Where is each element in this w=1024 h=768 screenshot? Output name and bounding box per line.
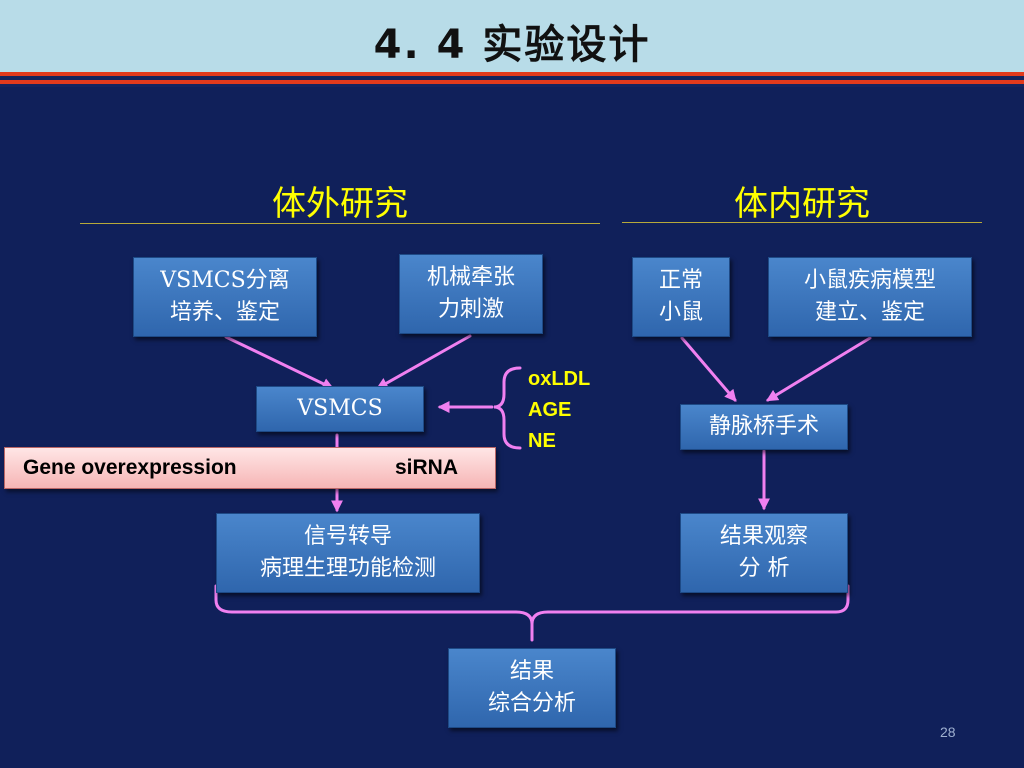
box-synthesis: 结果 综合分析 [448,648,616,728]
box-normal-mice-line1: 正常 [658,268,703,293]
title-divider-stripe [0,72,1024,76]
page-number: 28 [940,724,956,740]
arrow-normal-to-graft [680,336,737,402]
slide-title: 4. 4 实验设计 [373,22,651,68]
box-vsmcs-label: VSMCS [297,396,383,421]
agent-oxldl: oxLDL [528,368,591,390]
box-observation-line2: 分 析 [738,556,790,581]
agent-ne: NE [528,430,556,452]
box-disease-model-line2: 建立、鉴定 [814,300,925,325]
box-disease-model: 小鼠疾病模型 建立、鉴定 [768,257,972,337]
title-divider-stripe [0,80,1024,84]
box-signal-line2: 病理生理功能检测 [259,556,436,581]
box-vsmcs-isolation: VSMCS分离 培养、鉴定 [133,257,317,337]
intervention-bar: Gene overexpression siRNA [4,447,496,489]
box-vsmcs-isolation-line2: 培养、鉴定 [169,300,280,325]
title-divider-stripe [0,84,1024,87]
box-vein-graft-label: 静脉桥手术 [708,414,819,439]
stimulus-agents: oxLDL AGE NE [528,364,590,457]
box-normal-mice-line2: 小鼠 [658,300,703,325]
box-synthesis-line1: 结果 [509,659,554,684]
box-vsmcs-isolation-line1: VSMCS分离 [160,268,290,293]
box-vsmcs: VSMCS [256,386,424,432]
gene-overexpression-label: Gene overexpression [23,456,237,479]
box-vein-graft: 静脉桥手术 [680,404,848,450]
box-signal-line1: 信号转导 [303,524,392,549]
sirna-label: siRNA [395,456,459,479]
invivo-heading: 体内研究 [734,184,870,224]
box-normal-mice: 正常 小鼠 [632,257,730,337]
title-divider-stripe [0,76,1024,80]
box-observation-line1: 结果观察 [719,524,808,549]
agent-age: AGE [528,399,572,421]
arrow-stretch-to-vsmcs [375,334,472,390]
box-observation: 结果观察 分 析 [680,513,848,593]
box-signal-transduction: 信号转导 病理生理功能检测 [216,513,480,593]
box-disease-model-line1: 小鼠疾病模型 [803,268,936,293]
results-brace [214,584,850,642]
invitro-heading: 体外研究 [272,184,408,224]
box-mechanical-stretch-line2: 力刺激 [437,297,504,322]
box-mechanical-stretch: 机械牵张 力刺激 [399,254,543,334]
title-bar [0,0,1024,72]
box-mechanical-stretch-line1: 机械牵张 [426,265,515,290]
arrow-model-to-graft [765,336,872,402]
box-synthesis-line2: 综合分析 [487,691,576,716]
invivo-underline [622,222,982,223]
agents-brace [493,366,522,450]
arrow-isolation-to-vsmcs [224,335,335,390]
invitro-underline [80,223,600,224]
